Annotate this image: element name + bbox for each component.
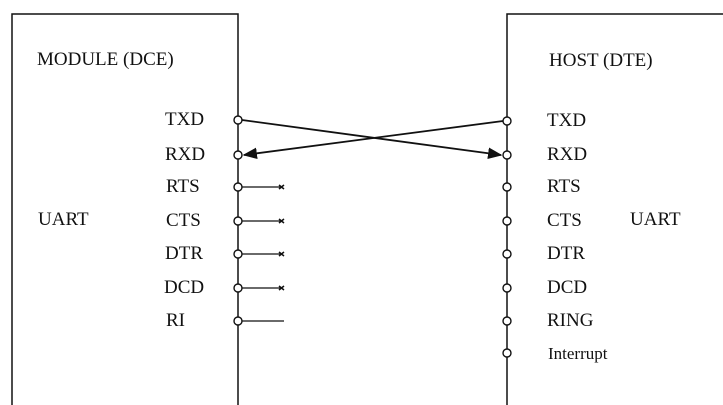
host-uart-label: UART [630,209,681,230]
host-pin-cts-circle [502,216,512,226]
rts-no-connect-x [278,184,285,190]
host-title: HOST (DTE) [549,50,653,71]
host-pin-label-rts: RTS [547,176,581,197]
module-pin-label-rxd: RXD [165,144,206,165]
module-pin-label-cts: CTS [166,210,201,231]
host-txd-to-module-rxd-line [242,120,504,160]
host-pin-rts-circle [502,182,512,192]
module-pin-dcd-circle [233,283,243,293]
module-pin-label-dtr: DTR [165,243,203,264]
host-pin-dtr-circle [502,249,512,259]
cts-no-connect-x [278,218,285,224]
module-pin-label-dcd: DCD [164,277,205,298]
module-pin-dtr-circle [233,249,243,259]
host-pin-label-dcd: DCD [547,277,588,298]
no-connect-marks [278,184,285,291]
module-pin-rxd-circle [233,150,243,160]
host-pin-label-ring: RING [547,310,594,331]
module-pin-txd-circle [233,115,243,125]
host-pin-circles [502,116,512,358]
module-pin-label-ri: RI [166,310,185,331]
host-box [506,13,723,405]
module-pin-label-rts: RTS [166,176,200,197]
host-pin-label-txd: TXD [547,110,587,131]
host-pin-label-cts: CTS [547,210,582,231]
host-pin-label-dtr: DTR [547,243,585,264]
module-pin-label-txd: TXD [165,109,205,130]
host-pin-ring-circle [502,316,512,326]
host-pin-label-interrupt: Interrupt [548,344,608,363]
host-pin-label-rxd: RXD [547,144,588,165]
host-pin-interrupt-circle [502,348,512,358]
module-box [11,13,239,405]
host-pin-txd-circle [502,116,512,126]
module-unconnected-stubs [242,186,284,322]
module-pin-cts-circle [233,216,243,226]
module-title: MODULE (DCE) [37,49,174,70]
module-pin-rts-circle [233,182,243,192]
host-pin-rxd-circle [502,150,512,160]
module-uart-label: UART [38,209,89,230]
dcd-no-connect-x [278,285,285,291]
host-pin-dcd-circle [502,283,512,293]
module-pin-ri-circle [233,316,243,326]
dtr-no-connect-x [278,251,285,257]
